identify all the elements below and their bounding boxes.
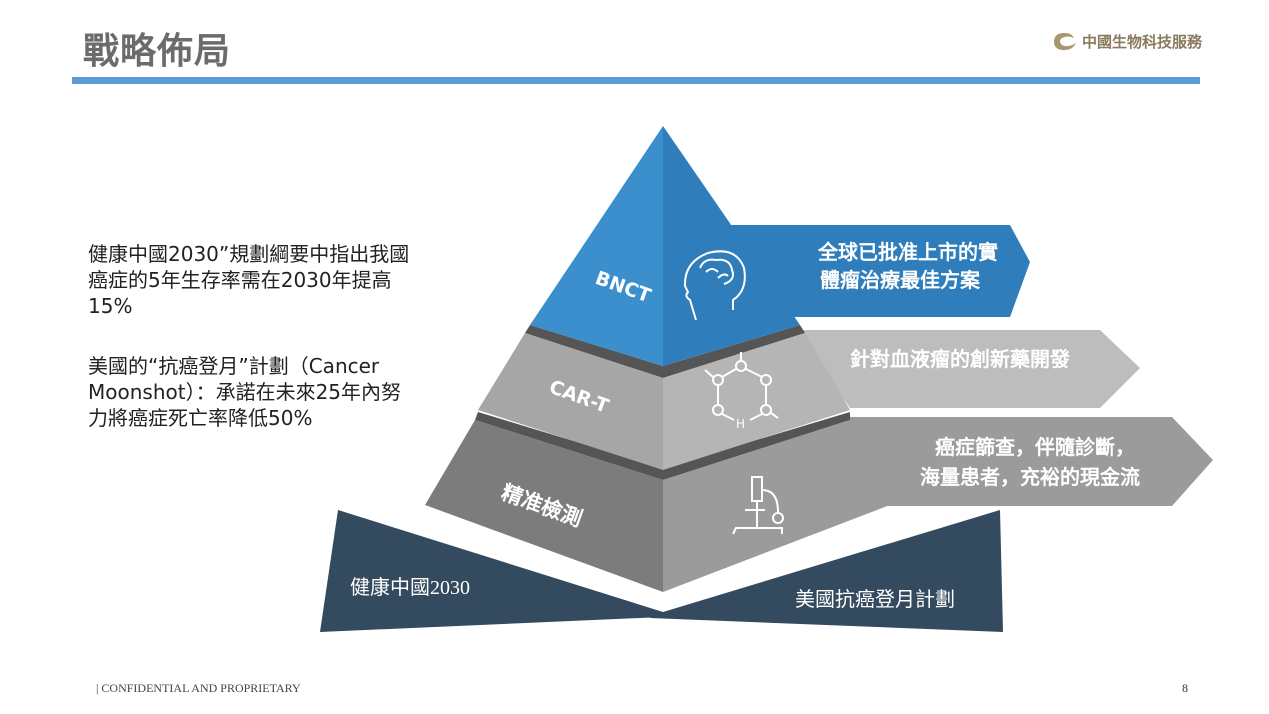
base-right-wedge [650,510,1003,632]
tier1-description-line1: 全球已批准上市的實 [817,240,998,264]
tier2-description: 針對血液瘤的創新藥開發 [850,347,1070,371]
tier1-description-line2: 體瘤治療最佳方案 [820,268,981,292]
tier2-banner [795,330,1140,408]
svg-text:H: H [736,417,745,431]
logo-swirl-icon [1054,33,1076,51]
title-divider [72,77,1200,84]
page-number: 8 [1182,681,1188,695]
tier3-banner [845,417,1213,506]
company-logo: 中國生物科技服務 [1050,30,1202,52]
tier1-banner [724,225,1030,317]
base-right-label: 美國抗癌登月計劃 [795,588,955,611]
tier1-left-face [530,126,663,366]
tier3-description-line1: 癌症篩查，伴隨診斷， [935,435,1135,459]
logo-text: 中國生物科技服務 [1082,32,1203,51]
brain-head-icon [683,250,746,321]
tier2-top-edge [525,325,805,378]
tier2-right-face [663,333,850,470]
base-left-wedge [320,510,663,632]
tier1-right-face [663,126,800,366]
tier2-left-face [478,333,663,470]
confidential-notice: | CONFIDENTIAL AND PROPRIETARY [96,681,301,695]
tier3-description-line2: 海量患者，充裕的現金流 [920,465,1140,489]
moonshot-text: 美國的“抗癌登月”計劃（Cancer Moonshot）：承諾在未來25年內努力… [88,354,402,430]
page-title: 戰略佈局 [83,31,232,72]
microscope-icon [732,476,784,535]
tier3-left-face [425,420,663,592]
health-china-text: 健康中國2030”規劃綱要中指出我國癌症的5年生存率需在2030年提高15% [88,242,410,318]
molecule-icon: H [704,352,779,431]
tier3-right-face [663,420,890,592]
base-left-label: 健康中國2030 [350,576,470,599]
